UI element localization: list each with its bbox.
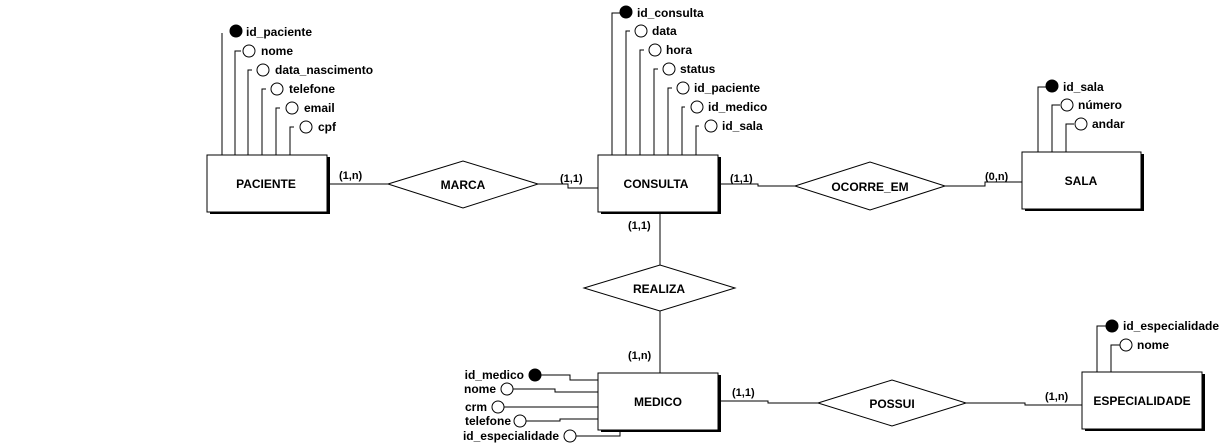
connector-lines <box>328 181 1082 406</box>
attribute-label: data_nascimento <box>275 63 373 77</box>
attribute-icon <box>299 120 313 134</box>
attribute-icon <box>256 63 270 77</box>
attribute-label: id_sala <box>1063 80 1104 94</box>
relationship-realiza[interactable]: REALIZA <box>582 264 737 312</box>
medico-attribute-lines <box>504 374 621 437</box>
attribute-label: telefone <box>465 414 511 428</box>
cardinality-label: (1,n) <box>339 170 363 182</box>
key-attribute-icon <box>619 5 633 19</box>
cardinalities: (1,n) (1,1) (1,1) (0,n) (1,1) (1,n) (1,1… <box>339 170 1069 403</box>
attribute-label: data <box>652 24 677 38</box>
attribute-label: hora <box>666 43 692 57</box>
attribute-icon <box>634 24 648 38</box>
attribute-label: id_medico <box>465 368 524 382</box>
attribute-icon <box>1119 338 1133 352</box>
attribute-icon <box>491 400 505 414</box>
key-attribute-icon <box>528 368 542 382</box>
cardinality-label: (1,n) <box>1045 391 1069 403</box>
attribute-icon <box>662 62 676 76</box>
key-attribute-icon <box>229 24 243 38</box>
attribute-label: nome <box>261 44 293 58</box>
especialidade-attributes: id_especialidade nome <box>1105 319 1219 352</box>
attribute-label: id_paciente <box>694 81 760 95</box>
attribute-icon <box>690 100 704 114</box>
attribute-label: nome <box>464 382 496 396</box>
attribute-icon <box>704 119 718 133</box>
entity-label: PACIENTE <box>236 177 296 191</box>
cardinality-label: (0,n) <box>985 171 1009 183</box>
cardinality-label: (1,n) <box>628 350 652 362</box>
attribute-label: email <box>304 101 335 115</box>
sala-attributes: id_sala número andar <box>1045 79 1125 131</box>
attribute-icon <box>1074 117 1088 131</box>
attribute-label: andar <box>1092 117 1125 131</box>
entity-sala[interactable]: SALA <box>1021 151 1144 211</box>
relationship-label: OCORRE_EM <box>831 180 908 194</box>
attribute-icon <box>285 101 299 115</box>
entity-especialidade[interactable]: ESPECIALIDADE <box>1081 371 1205 431</box>
cardinality-label: (1,1) <box>732 387 755 399</box>
medico-attributes: id_medico nome crm telefone id_especiali… <box>463 368 577 443</box>
attribute-icon <box>500 382 514 396</box>
paciente-attributes: id_paciente nome data_nascimento telefon… <box>229 24 373 134</box>
attribute-label: id_especialidade <box>463 429 559 443</box>
cardinality-label: (1,1) <box>560 173 583 185</box>
key-attribute-icon <box>1045 79 1059 93</box>
attribute-label: id_medico <box>708 100 767 114</box>
consulta-attribute-lines <box>611 12 699 155</box>
attribute-icon <box>242 44 256 58</box>
attribute-label: cpf <box>318 120 337 134</box>
relationship-ocorre-em[interactable]: OCORRE_EM <box>793 161 947 211</box>
attribute-icon <box>648 43 662 57</box>
attribute-label: id_especialidade <box>1123 319 1219 333</box>
entity-consulta[interactable]: CONSULTA <box>597 154 721 214</box>
relationship-marca[interactable]: MARCA <box>386 160 540 209</box>
attribute-label: id_paciente <box>246 25 312 39</box>
attribute-label: status <box>680 62 716 76</box>
sala-attribute-lines <box>1037 86 1074 152</box>
entity-medico[interactable]: MEDICO <box>597 372 721 432</box>
cardinality-label: (1,1) <box>730 173 753 185</box>
attribute-label: nome <box>1137 338 1169 352</box>
relationship-label: MARCA <box>441 178 486 192</box>
attribute-label: número <box>1078 98 1122 112</box>
attribute-icon <box>563 429 577 443</box>
relationship-label: POSSUI <box>869 397 914 411</box>
relationship-possui[interactable]: POSSUI <box>816 379 968 427</box>
entity-label: SALA <box>1065 174 1098 188</box>
attribute-label: crm <box>465 400 487 414</box>
paciente-attribute-lines <box>221 33 294 155</box>
attribute-label: id_consulta <box>637 6 704 20</box>
especialidade-attribute-lines <box>1096 325 1120 372</box>
relationship-label: REALIZA <box>633 282 685 296</box>
key-attribute-icon <box>1105 319 1119 333</box>
entity-paciente[interactable]: PACIENTE <box>206 154 330 214</box>
consulta-attributes: id_consulta data hora status id_paciente… <box>619 5 767 133</box>
attribute-icon <box>676 81 690 95</box>
entity-label: CONSULTA <box>624 177 689 191</box>
entity-label: MEDICO <box>634 395 682 409</box>
attribute-label: telefone <box>289 82 335 96</box>
attribute-icon <box>513 414 527 428</box>
entity-label: ESPECIALIDADE <box>1093 394 1190 408</box>
cardinality-label: (1,1) <box>628 220 651 232</box>
attribute-icon <box>1060 98 1074 112</box>
attribute-icon <box>270 82 284 96</box>
attribute-label: id_sala <box>722 119 763 133</box>
